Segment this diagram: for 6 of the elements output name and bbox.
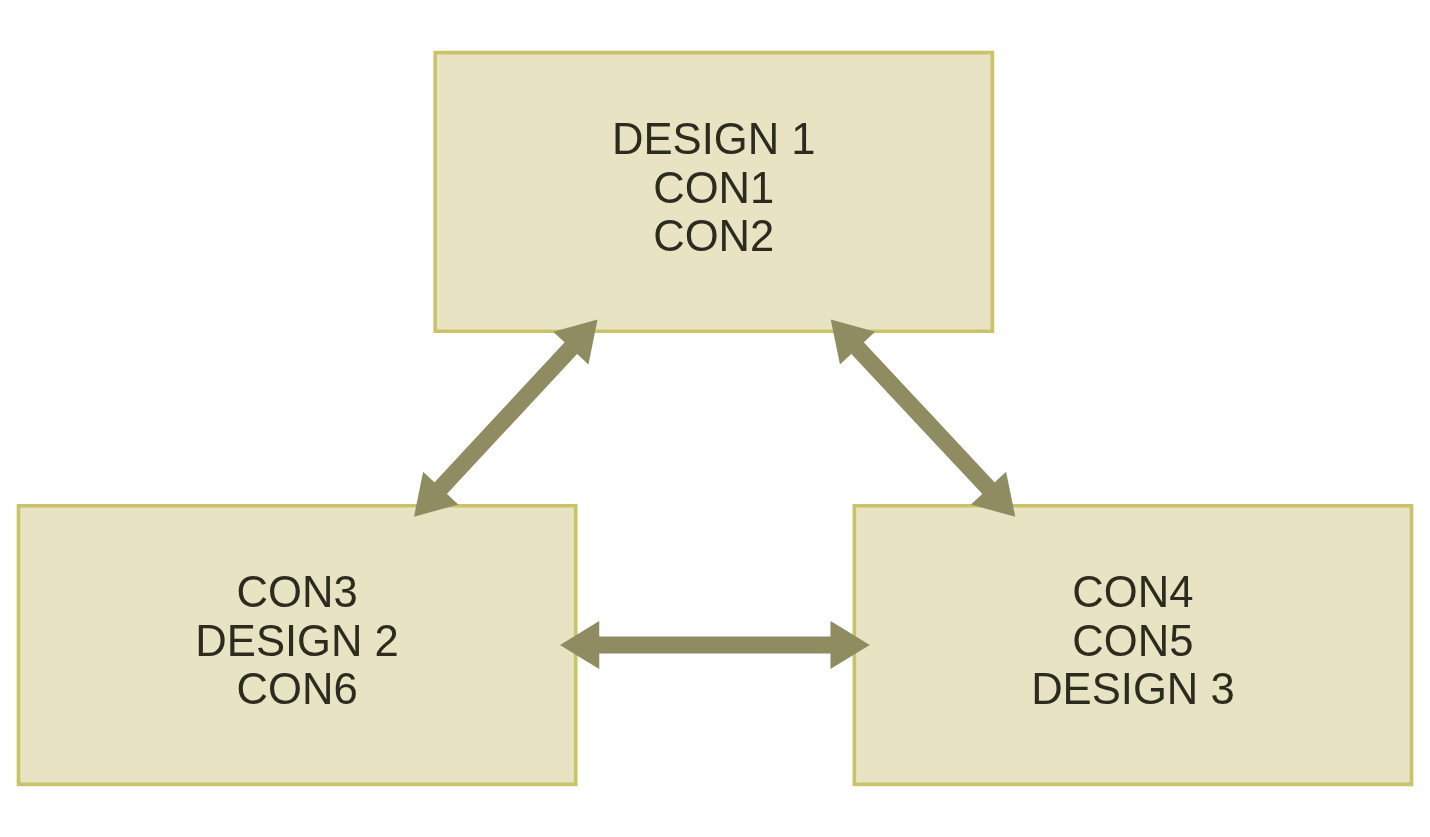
arrow: [830, 319, 1016, 517]
node-box: CON4 CON5 DESIGN 3: [852, 503, 1414, 787]
node-box: CON3 DESIGN 2 CON6: [16, 503, 578, 787]
arrow: [413, 319, 598, 517]
node-box: DESIGN 1 CON1 CON2: [433, 50, 995, 334]
arrow: [560, 620, 870, 670]
